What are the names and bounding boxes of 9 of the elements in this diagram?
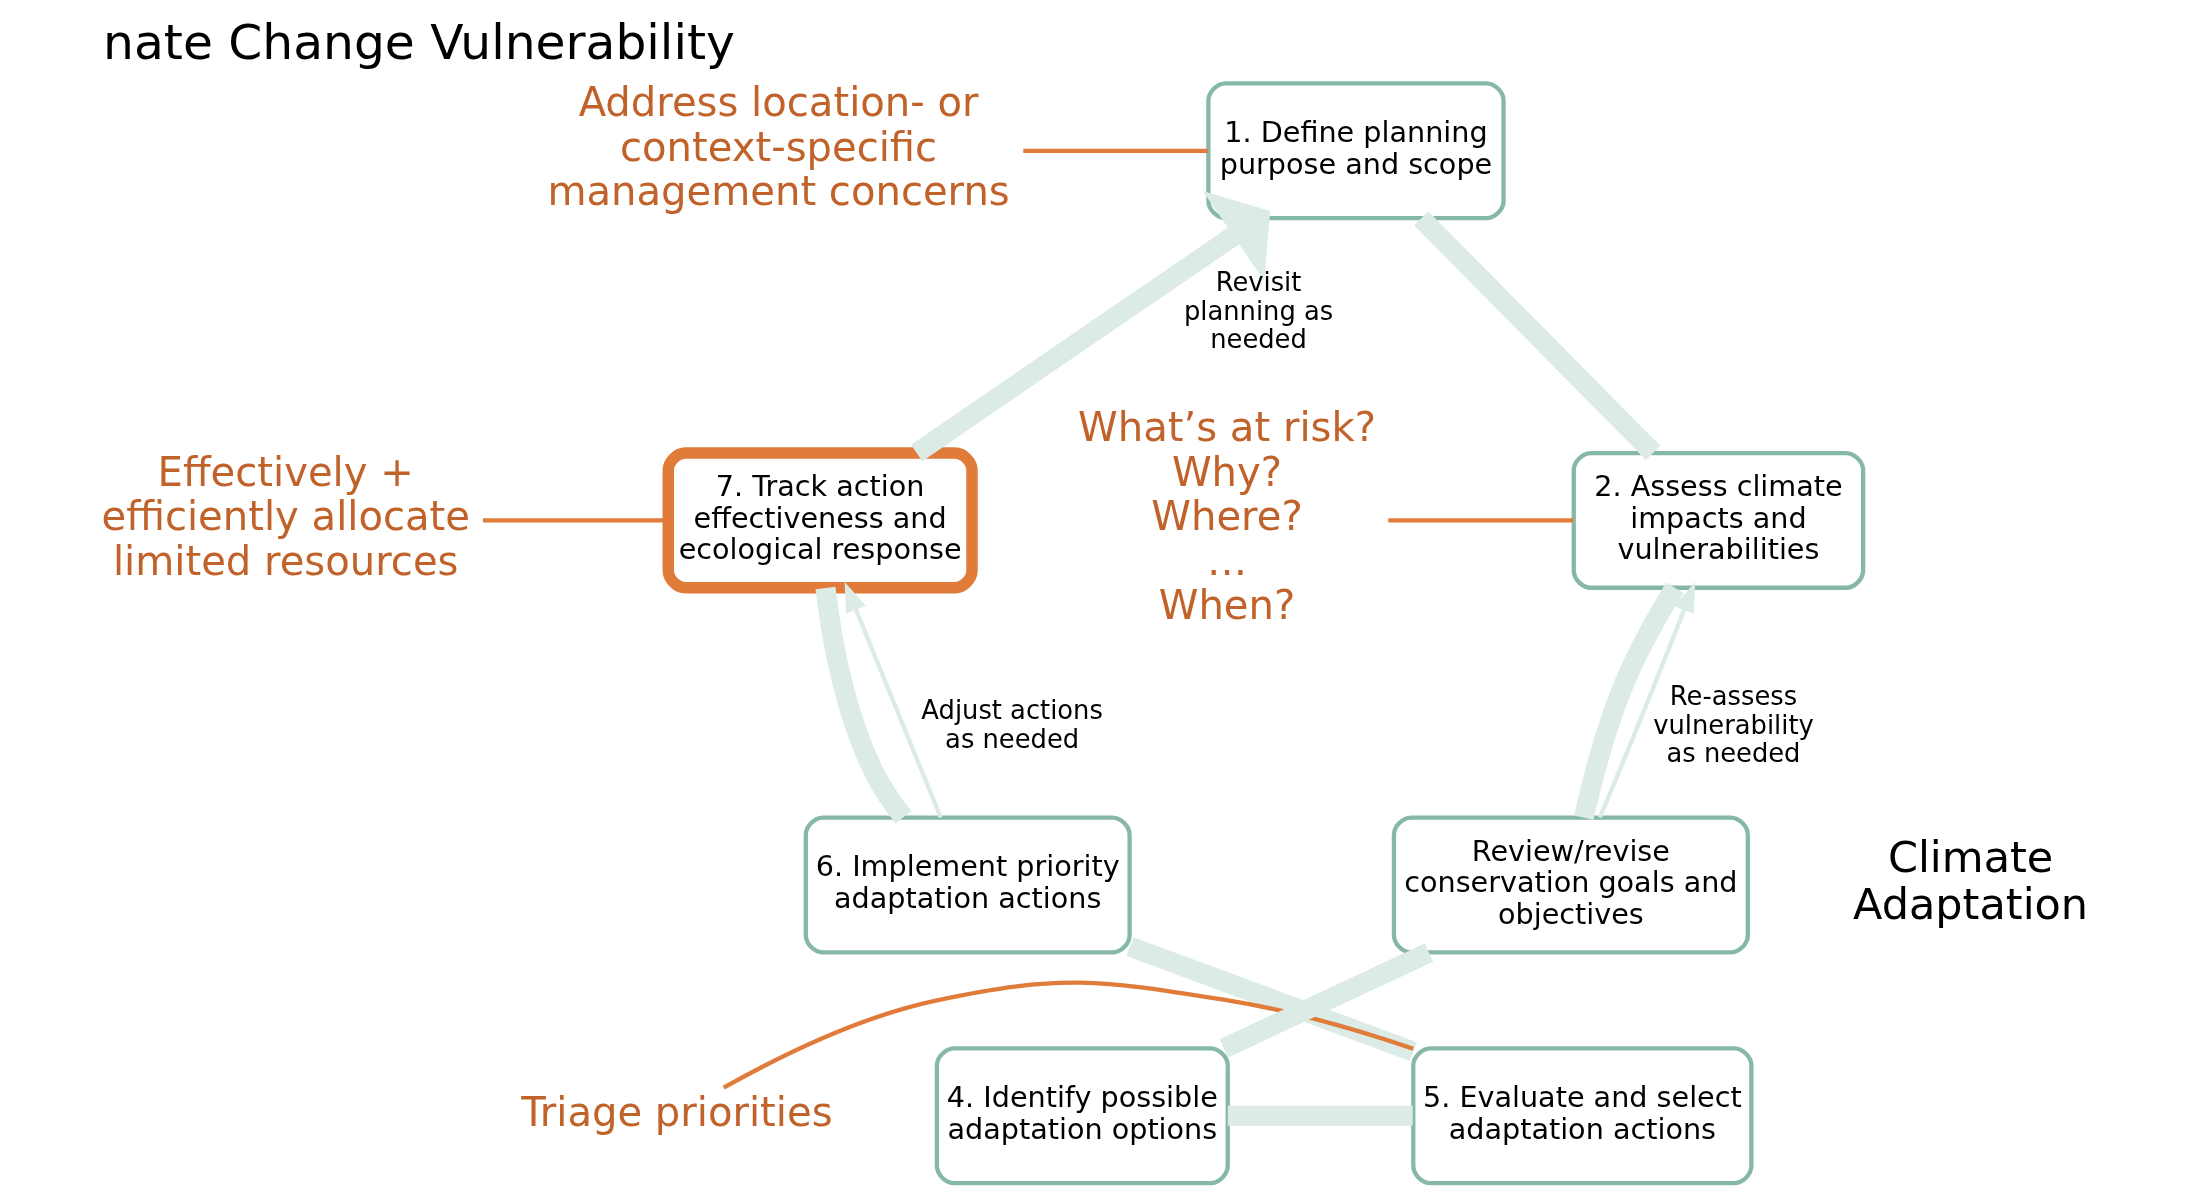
edge-label: Adjust actions as needed (921, 695, 1103, 755)
node-text: Effectively + efficiently allocate limited resources (101, 448, 470, 584)
diagram-title: nate Change Vulnerability (103, 13, 735, 70)
label: Climate Adaptation (1853, 832, 2089, 930)
node-text: Triage priorities (521, 1088, 833, 1135)
node-text: What’s at risk? Why? Where? … When? (1078, 404, 1376, 629)
node-text: Address location- or context-specific management concerns (547, 79, 1010, 215)
edge-label: Revisit planning as needed (1183, 267, 1334, 355)
edge-label: Re-assess vulnerability as needed (1653, 681, 1814, 769)
